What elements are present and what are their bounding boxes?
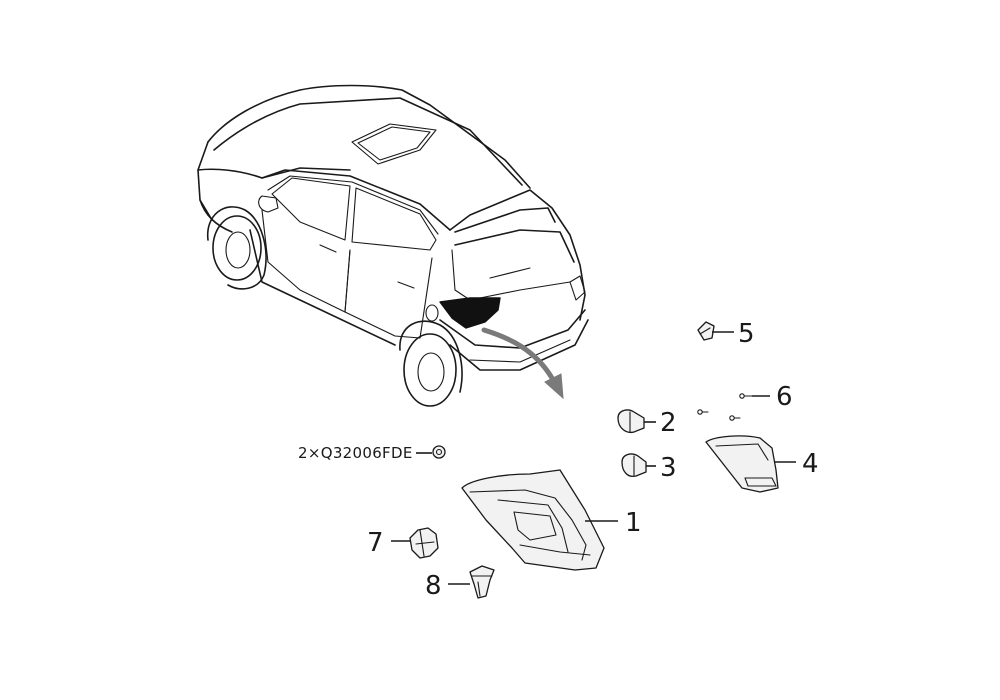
callout-arrow [481,327,555,381]
callout-4: 4 [802,449,819,479]
clip-7 [409,527,439,559]
callout-8: 8 [425,571,442,601]
callout-2: 2 [660,408,677,438]
bulb-socket-2 [617,409,645,434]
callout-7: 7 [367,528,384,558]
tail-lamp-inner [705,435,779,493]
screws-6 [697,393,753,421]
fastener-note: 2×Q32006FDE [298,444,413,462]
nut-icon [432,445,446,459]
clip-8 [469,565,495,599]
tail-lamp-outer [461,469,605,571]
tail-lamp-highlight [439,297,501,329]
vehicle-illustration [197,84,589,407]
callout-6: 6 [776,382,793,412]
bulb-socket-3 [621,453,647,478]
callout-1: 1 [625,508,642,538]
callout-3: 3 [660,453,677,483]
callout-5: 5 [738,319,755,349]
bulb-5 [697,321,715,341]
